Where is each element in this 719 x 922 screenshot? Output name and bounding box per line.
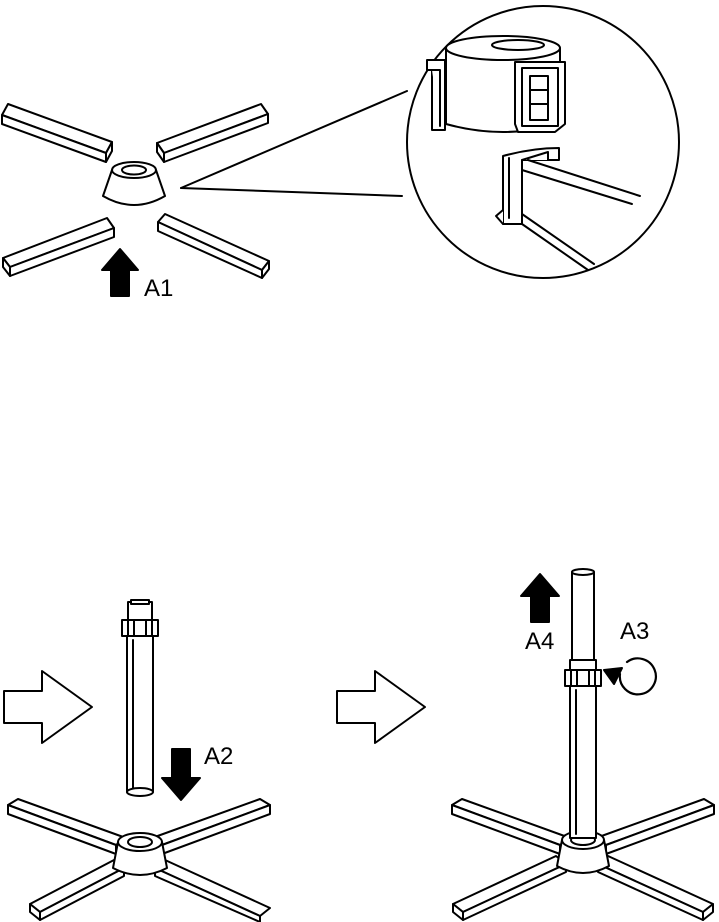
leg-right <box>596 799 714 854</box>
leg-front-right <box>598 856 713 920</box>
zoom-detail <box>407 6 679 278</box>
label-a4: A4 <box>525 628 554 655</box>
leg-bottom-left <box>3 218 114 276</box>
leg-front-left <box>30 860 124 920</box>
leg-left <box>452 799 570 854</box>
pole <box>122 600 158 796</box>
leg-left <box>8 799 126 854</box>
leg-top-right <box>157 104 268 162</box>
leg-top-left <box>2 104 112 162</box>
next-step-arrow-icon <box>337 671 425 743</box>
pull-up-arrow-icon <box>521 574 559 622</box>
socket-detail <box>427 36 565 132</box>
rotate-counterclockwise-icon <box>604 658 656 694</box>
step-1-base-assembly: A1 <box>2 6 679 302</box>
leg-bottom-right <box>158 214 269 278</box>
leg-front-right <box>155 860 270 922</box>
base-hub <box>113 833 167 875</box>
leg-front-left <box>453 856 566 920</box>
pole-extended <box>565 569 601 838</box>
label-a1: A1 <box>144 275 173 302</box>
step-2-insert-pole: A2 <box>4 600 270 922</box>
step-3-extend-and-lock: A4 A3 <box>337 569 714 920</box>
callout-line <box>181 188 402 196</box>
push-up-arrow-icon <box>102 249 138 296</box>
next-step-arrow-icon <box>4 671 92 743</box>
stand-base <box>8 799 270 922</box>
leg-right <box>152 799 270 854</box>
push-down-arrow-icon <box>162 749 200 800</box>
label-a2: A2 <box>204 743 233 770</box>
base-hub <box>103 162 165 205</box>
label-a3: A3 <box>620 618 649 645</box>
